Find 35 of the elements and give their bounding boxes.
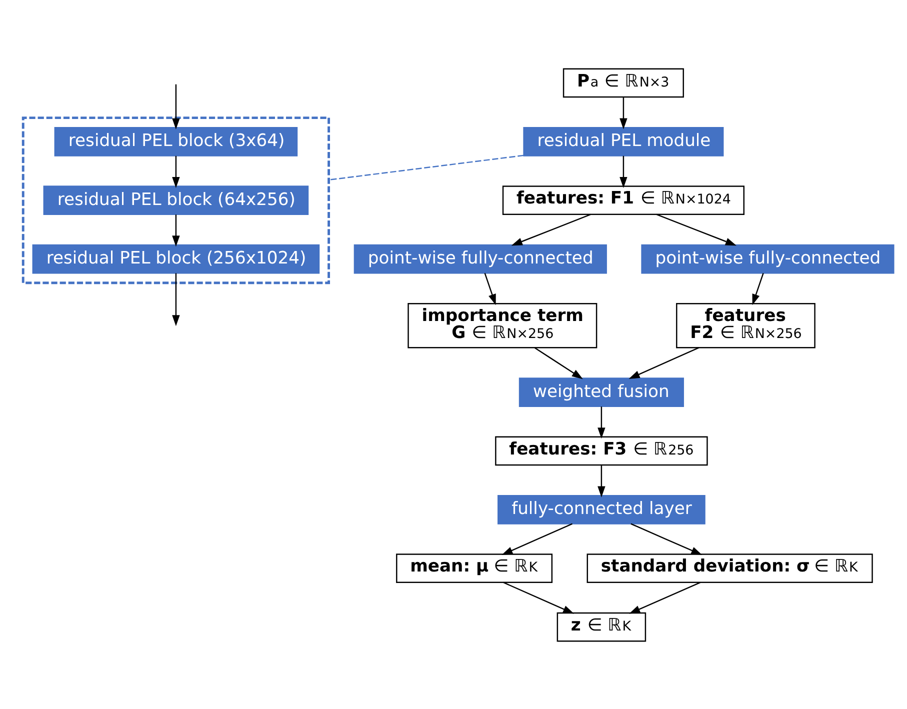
connector xyxy=(328,154,524,180)
arrow xyxy=(620,96,628,129)
arrow xyxy=(484,272,496,305)
arrow xyxy=(172,214,180,246)
node-box: residual PEL module xyxy=(523,126,724,156)
node-box: residual PEL block (256x1024) xyxy=(32,244,320,274)
node-box: standard deviation: σ ∈ ℝK xyxy=(586,553,873,583)
arrow xyxy=(172,155,180,188)
node-box: Pa ∈ ℝN×3 xyxy=(562,68,684,98)
arrow xyxy=(172,84,180,129)
node-box: features F2 ∈ ℝN×256 xyxy=(676,302,816,348)
arrow xyxy=(620,155,628,188)
node-box: fully-connected layer xyxy=(498,494,706,524)
node-box: residual PEL block (3x64) xyxy=(54,126,298,156)
arrow xyxy=(534,346,583,379)
node-box: features: F3 ∈ ℝ256 xyxy=(495,436,708,466)
node-box: residual PEL block (64x256) xyxy=(43,185,309,214)
arrow xyxy=(656,213,736,246)
arrow xyxy=(628,346,700,378)
arrow xyxy=(598,464,606,497)
node-box: point-wise fully-connected xyxy=(641,244,894,274)
arrow xyxy=(752,272,764,305)
arrow xyxy=(630,522,702,555)
arrow xyxy=(511,213,591,246)
arrow xyxy=(598,406,606,438)
node-box: features: F1 ∈ ℝN×1024 xyxy=(502,185,744,214)
node-box: weighted fusion xyxy=(518,377,684,406)
arrow xyxy=(503,581,574,614)
node-box: point-wise fully-connected xyxy=(354,244,607,274)
node-box: mean: μ ∈ ℝK xyxy=(396,553,553,583)
node-box: importance term G ∈ ℝN×256 xyxy=(408,302,598,348)
node-box: z ∈ ℝK xyxy=(556,612,646,642)
arrow xyxy=(502,522,573,555)
arrow xyxy=(172,272,180,326)
arrow xyxy=(629,581,701,614)
